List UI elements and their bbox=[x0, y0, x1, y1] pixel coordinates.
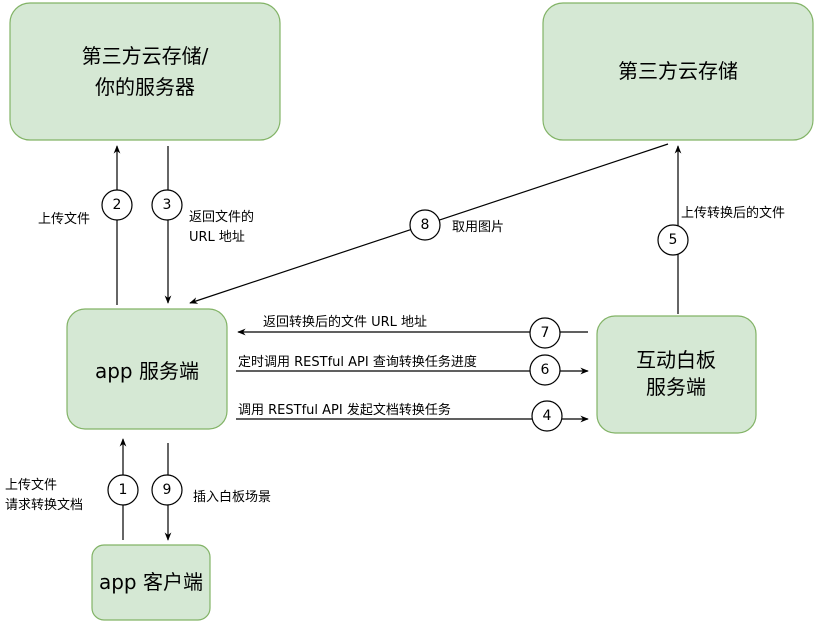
edge-label-9: 插入白板场景 bbox=[193, 489, 271, 505]
edge-label-8: 取用图片 bbox=[452, 220, 504, 235]
edge-label-4: 调用 RESTful API 发起文档转换任务 bbox=[238, 402, 451, 418]
step-badge-8: 8 bbox=[409, 209, 441, 241]
edge-label-3: URL 地址 bbox=[189, 230, 245, 245]
node-storage-right: 第三方云存储 bbox=[542, 2, 814, 141]
node-app-client: app 客户端 bbox=[91, 544, 211, 621]
edge-label-1: 上传文件 bbox=[5, 478, 57, 493]
node-app-server: app 服务端 bbox=[66, 308, 228, 430]
edge-label-5: 上传转换后的文件 bbox=[681, 205, 785, 221]
step-badge-6: 6 bbox=[529, 354, 561, 386]
step-badge-4: 4 bbox=[531, 400, 563, 432]
node-label: 互动白板 bbox=[636, 348, 716, 372]
svg-text:3: 3 bbox=[163, 197, 172, 213]
svg-text:9: 9 bbox=[163, 482, 172, 498]
step-badge-2: 2 bbox=[101, 189, 133, 221]
step-badge-7: 7 bbox=[529, 317, 561, 349]
edge-label-7: 返回转换后的文件 URL 地址 bbox=[263, 314, 427, 330]
svg-text:5: 5 bbox=[669, 232, 678, 248]
step-badge-1: 1 bbox=[107, 474, 139, 506]
edge-label-6: 定时调用 RESTful API 查询转换任务进度 bbox=[238, 354, 477, 370]
step-badge-3: 3 bbox=[151, 189, 183, 221]
svg-text:2: 2 bbox=[113, 197, 122, 213]
node-label: 服务端 bbox=[646, 375, 706, 399]
edge-label-1: 请求转换文档 bbox=[5, 498, 83, 513]
node-label: app 客户端 bbox=[99, 570, 203, 594]
node-label: 第三方云存储/ bbox=[82, 44, 209, 68]
edge-label-3: 返回文件的 bbox=[189, 209, 254, 225]
edge-label-2: 上传文件 bbox=[38, 212, 90, 227]
node-label: app 服务端 bbox=[95, 359, 199, 383]
node-storage-left: 第三方云存储/ 你的服务器 bbox=[9, 2, 281, 141]
svg-text:8: 8 bbox=[421, 217, 430, 233]
node-whiteboard-server: 互动白板 服务端 bbox=[596, 315, 757, 434]
step-badge-5: 5 bbox=[657, 224, 689, 256]
node-label: 你的服务器 bbox=[95, 75, 195, 99]
svg-text:6: 6 bbox=[541, 362, 550, 378]
node-label: 第三方云存储 bbox=[618, 59, 738, 83]
svg-text:4: 4 bbox=[543, 408, 552, 424]
svg-text:7: 7 bbox=[541, 325, 550, 341]
svg-text:1: 1 bbox=[119, 482, 128, 498]
step-badge-9: 9 bbox=[151, 474, 183, 506]
